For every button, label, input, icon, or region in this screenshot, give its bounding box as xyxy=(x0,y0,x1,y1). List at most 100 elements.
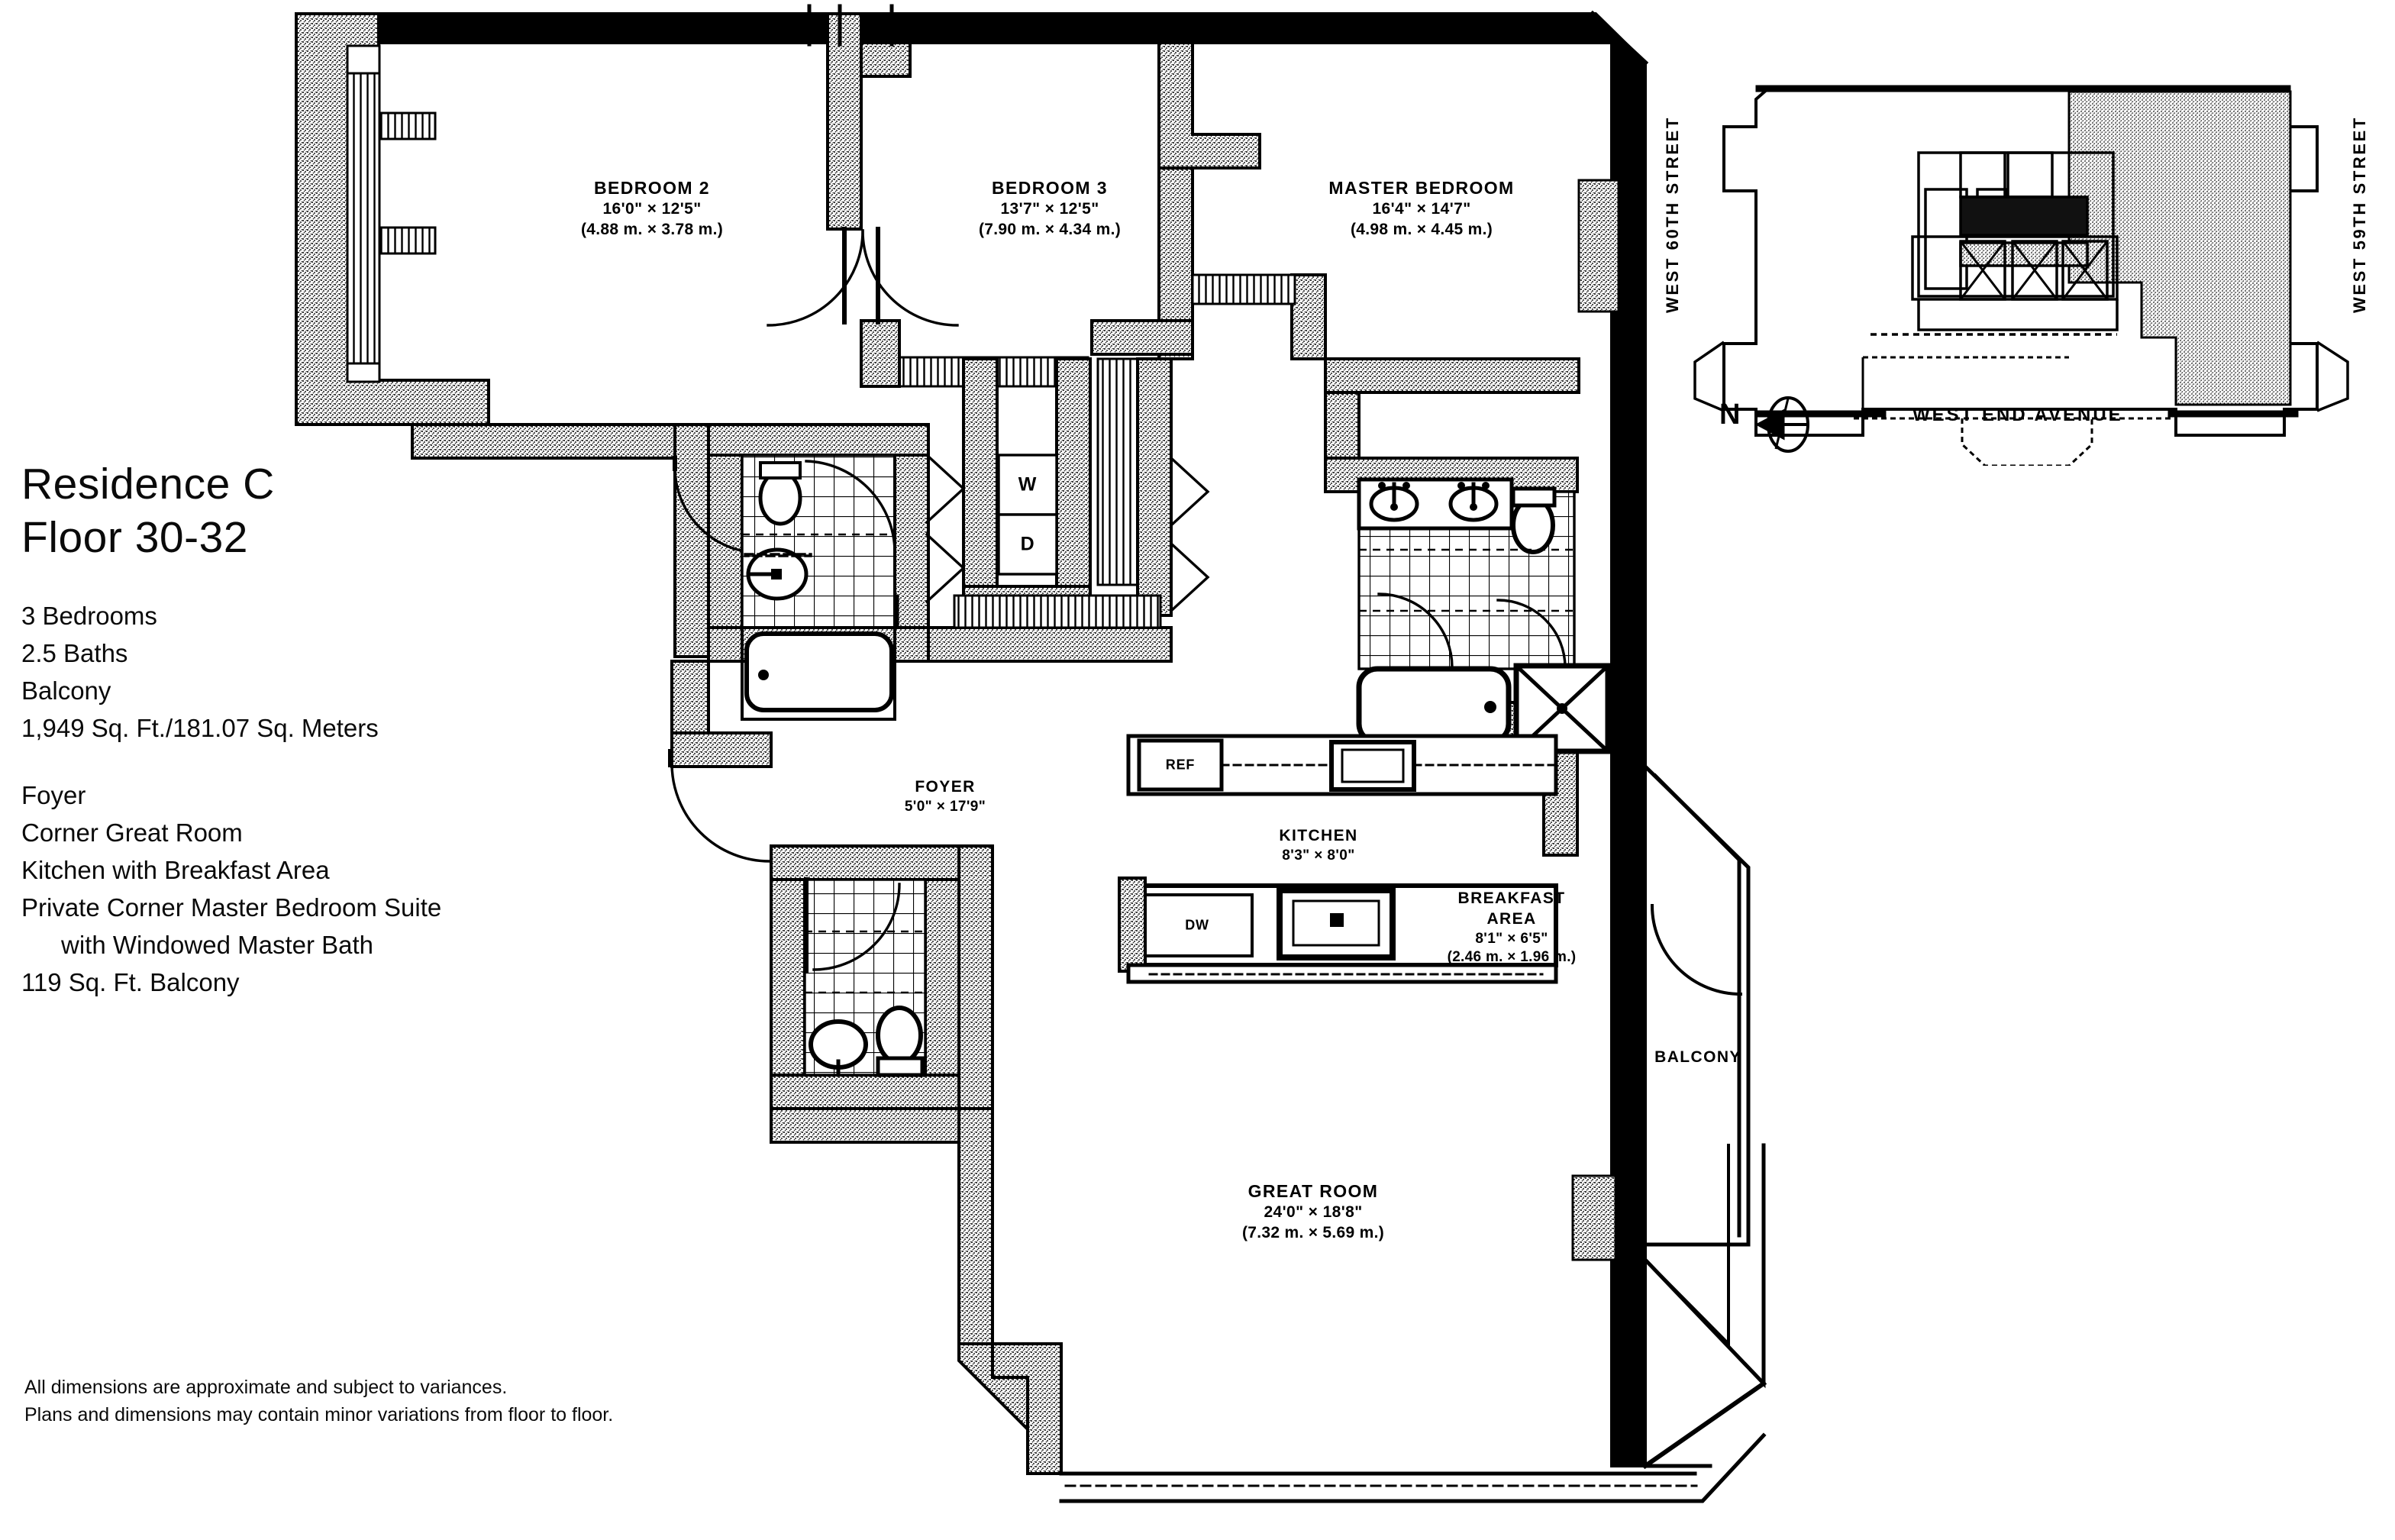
balcony-outline xyxy=(1642,764,1751,1247)
toilet-tank-powder xyxy=(876,1056,925,1077)
key-building-outline xyxy=(1722,87,2319,437)
island-end-panel xyxy=(1118,877,1147,973)
wall-bed3-nub xyxy=(860,41,912,78)
wall-bath2-west xyxy=(707,423,744,663)
toilet-bath2 xyxy=(758,470,802,526)
room-dimensions-metric: (4.88 m. × 3.78 m.) xyxy=(580,221,724,239)
room-name: GREAT ROOM xyxy=(1248,1181,1379,1201)
refrigerator-label: REF xyxy=(1165,757,1196,773)
room-dimensions-metric: (7.32 m. × 5.69 m.) xyxy=(1241,1224,1385,1242)
room-dimensions: 16'4" × 14'7" xyxy=(1372,200,1471,218)
refrigerator xyxy=(1137,738,1224,792)
column-east-a xyxy=(1577,179,1620,313)
wall-bed3-master-upper xyxy=(1157,41,1261,169)
room-name: BEDROOM 3 xyxy=(992,178,1108,198)
wall-greatroom-sw-b xyxy=(991,1342,1063,1475)
wall-laundry-west xyxy=(962,357,999,588)
residence-info-block: Residence C Floor 30-32 3 Bedrooms 2.5 B… xyxy=(21,458,571,1001)
key-lower-details xyxy=(1854,356,2176,466)
door-swing-foyer xyxy=(670,762,771,863)
spec-item: 1,949 Sq. Ft./181.07 Sq. Meters xyxy=(21,713,379,742)
room-label-kitchen: KITCHEN 8'3" × 8'0" xyxy=(1279,826,1357,865)
wall-powder-west xyxy=(770,844,806,1110)
feature-item: with Windowed Master Bath xyxy=(61,930,374,959)
street-label-west-end-avenue: WEST END AVENUE xyxy=(1912,405,2123,425)
key-core xyxy=(1870,151,2119,336)
disclaimer-line: Plans and dimensions may contain minor v… xyxy=(24,1403,614,1425)
room-name: BREAKFAST xyxy=(1457,889,1566,907)
dryer-label: D xyxy=(1020,533,1035,555)
hall-jog-d xyxy=(1169,541,1210,613)
room-name: BEDROOM 2 xyxy=(594,178,710,198)
wall-powder-north xyxy=(770,844,960,881)
wall-bed3-south-a xyxy=(1090,319,1194,356)
hall-jog-c xyxy=(1169,456,1210,528)
wall-bed3-master xyxy=(1157,166,1194,360)
spec-item: Balcony xyxy=(21,676,111,705)
north-letter: N xyxy=(1719,399,1741,431)
room-label-great-room: GREAT ROOM 24'0" × 18'8" (7.32 m. × 5.69… xyxy=(1242,1180,1384,1244)
door-swing-bath2 xyxy=(805,460,896,553)
feature-item: Foyer xyxy=(21,781,86,810)
wall-bath2-east xyxy=(893,423,930,663)
room-dimensions: 5'0" × 17'9" xyxy=(904,798,986,815)
room-label-foyer: FOYER 5'0" × 17'9" xyxy=(905,777,986,816)
door-swing-bedroom3-b xyxy=(861,229,959,327)
room-dimensions-metric: (4.98 m. × 4.45 m.) xyxy=(1350,221,1493,239)
room-label-breakfast-area: BREAKFAST AREA 8'1" × 6'5" (2.46 m. × 1.… xyxy=(1448,889,1577,967)
feature-item: Corner Great Room xyxy=(21,818,243,847)
greatroom-exterior xyxy=(1059,1143,1767,1503)
street-label-west-60th: WEST 60TH STREET xyxy=(1663,116,1682,313)
closet-master-shelf xyxy=(1191,273,1296,305)
disclaimer-line: All dimensions are approximate and subje… xyxy=(24,1377,508,1398)
wall-bedroom2-east-lower xyxy=(673,423,710,658)
spec-list: 3 Bedrooms 2.5 Baths Balcony 1,949 Sq. F… xyxy=(21,598,571,747)
room-label-balcony: BALCONY xyxy=(1654,1048,1741,1068)
residence-title: Residence C xyxy=(21,460,275,508)
spec-item: 2.5 Baths xyxy=(21,638,128,667)
residence-floors: Floor 30-32 xyxy=(21,512,248,562)
door-swing-powder xyxy=(812,883,901,971)
room-dimensions: 8'1" × 6'5" xyxy=(1475,930,1548,947)
feature-item: 119 Sq. Ft. Balcony xyxy=(21,967,240,996)
hall-jog-a xyxy=(925,453,966,525)
room-label-bedroom-3: BEDROOM 3 13'7" × 12'5" (7.90 m. × 4.34 … xyxy=(979,177,1121,241)
wall-bedroom2-west xyxy=(295,12,490,426)
column-east-b xyxy=(1571,1174,1617,1261)
closet-bedroom2-shelf xyxy=(346,72,381,365)
wall-bed2-bed3-upper xyxy=(826,12,863,231)
wall-greatroom-west xyxy=(957,1107,994,1345)
wall-bed3-west-lower xyxy=(860,319,901,388)
wall-bedroom2-south xyxy=(379,423,710,460)
exterior-wall-east-upper xyxy=(1610,41,1647,857)
room-name-cont: AREA xyxy=(1486,909,1537,928)
feature-item: Private Corner Master Bedroom Suite xyxy=(21,893,442,922)
plan-dashed-layer xyxy=(742,533,1574,994)
key-side-notches xyxy=(1693,341,2349,412)
faucet-fixtures xyxy=(1378,482,1490,511)
feature-list: Foyer Corner Great Room Kitchen with Bre… xyxy=(21,777,571,1001)
wall-foyer-north xyxy=(927,626,1173,663)
door-swing-masterbath-a xyxy=(1377,592,1454,669)
room-dimensions: 16'0" × 12'5" xyxy=(602,200,702,218)
bathtub-bath2 xyxy=(744,631,894,712)
wall-master-sw xyxy=(1290,273,1327,360)
wall-bath2-north xyxy=(707,423,930,457)
door-swing-bedroom3-a xyxy=(767,229,864,327)
room-label-bedroom-2: BEDROOM 2 16'0" × 12'5" (4.88 m. × 3.78 … xyxy=(581,177,723,241)
wall-master-south xyxy=(1324,357,1580,394)
street-label-west-59th: WEST 59TH STREET xyxy=(2350,116,2369,313)
room-dimensions: 8'3" × 8'0" xyxy=(1282,847,1355,864)
room-name: KITCHEN xyxy=(1279,827,1358,844)
spec-item: 3 Bedrooms xyxy=(21,602,157,631)
room-label-master-bedroom: MASTER BEDROOM 16'4" × 14'7" (4.98 m. × … xyxy=(1328,177,1514,241)
hall-jog-b xyxy=(925,532,966,604)
wall-foyer-west-stub xyxy=(670,660,710,734)
room-dimensions-metric: (7.90 m. × 4.34 m.) xyxy=(978,221,1122,239)
room-name: MASTER BEDROOM xyxy=(1328,178,1515,198)
disclaimer-block: All dimensions are approximate and subje… xyxy=(24,1374,941,1429)
door-swing-masterbath-b xyxy=(1496,599,1567,669)
closet-detail-bedroom2 xyxy=(379,111,437,255)
